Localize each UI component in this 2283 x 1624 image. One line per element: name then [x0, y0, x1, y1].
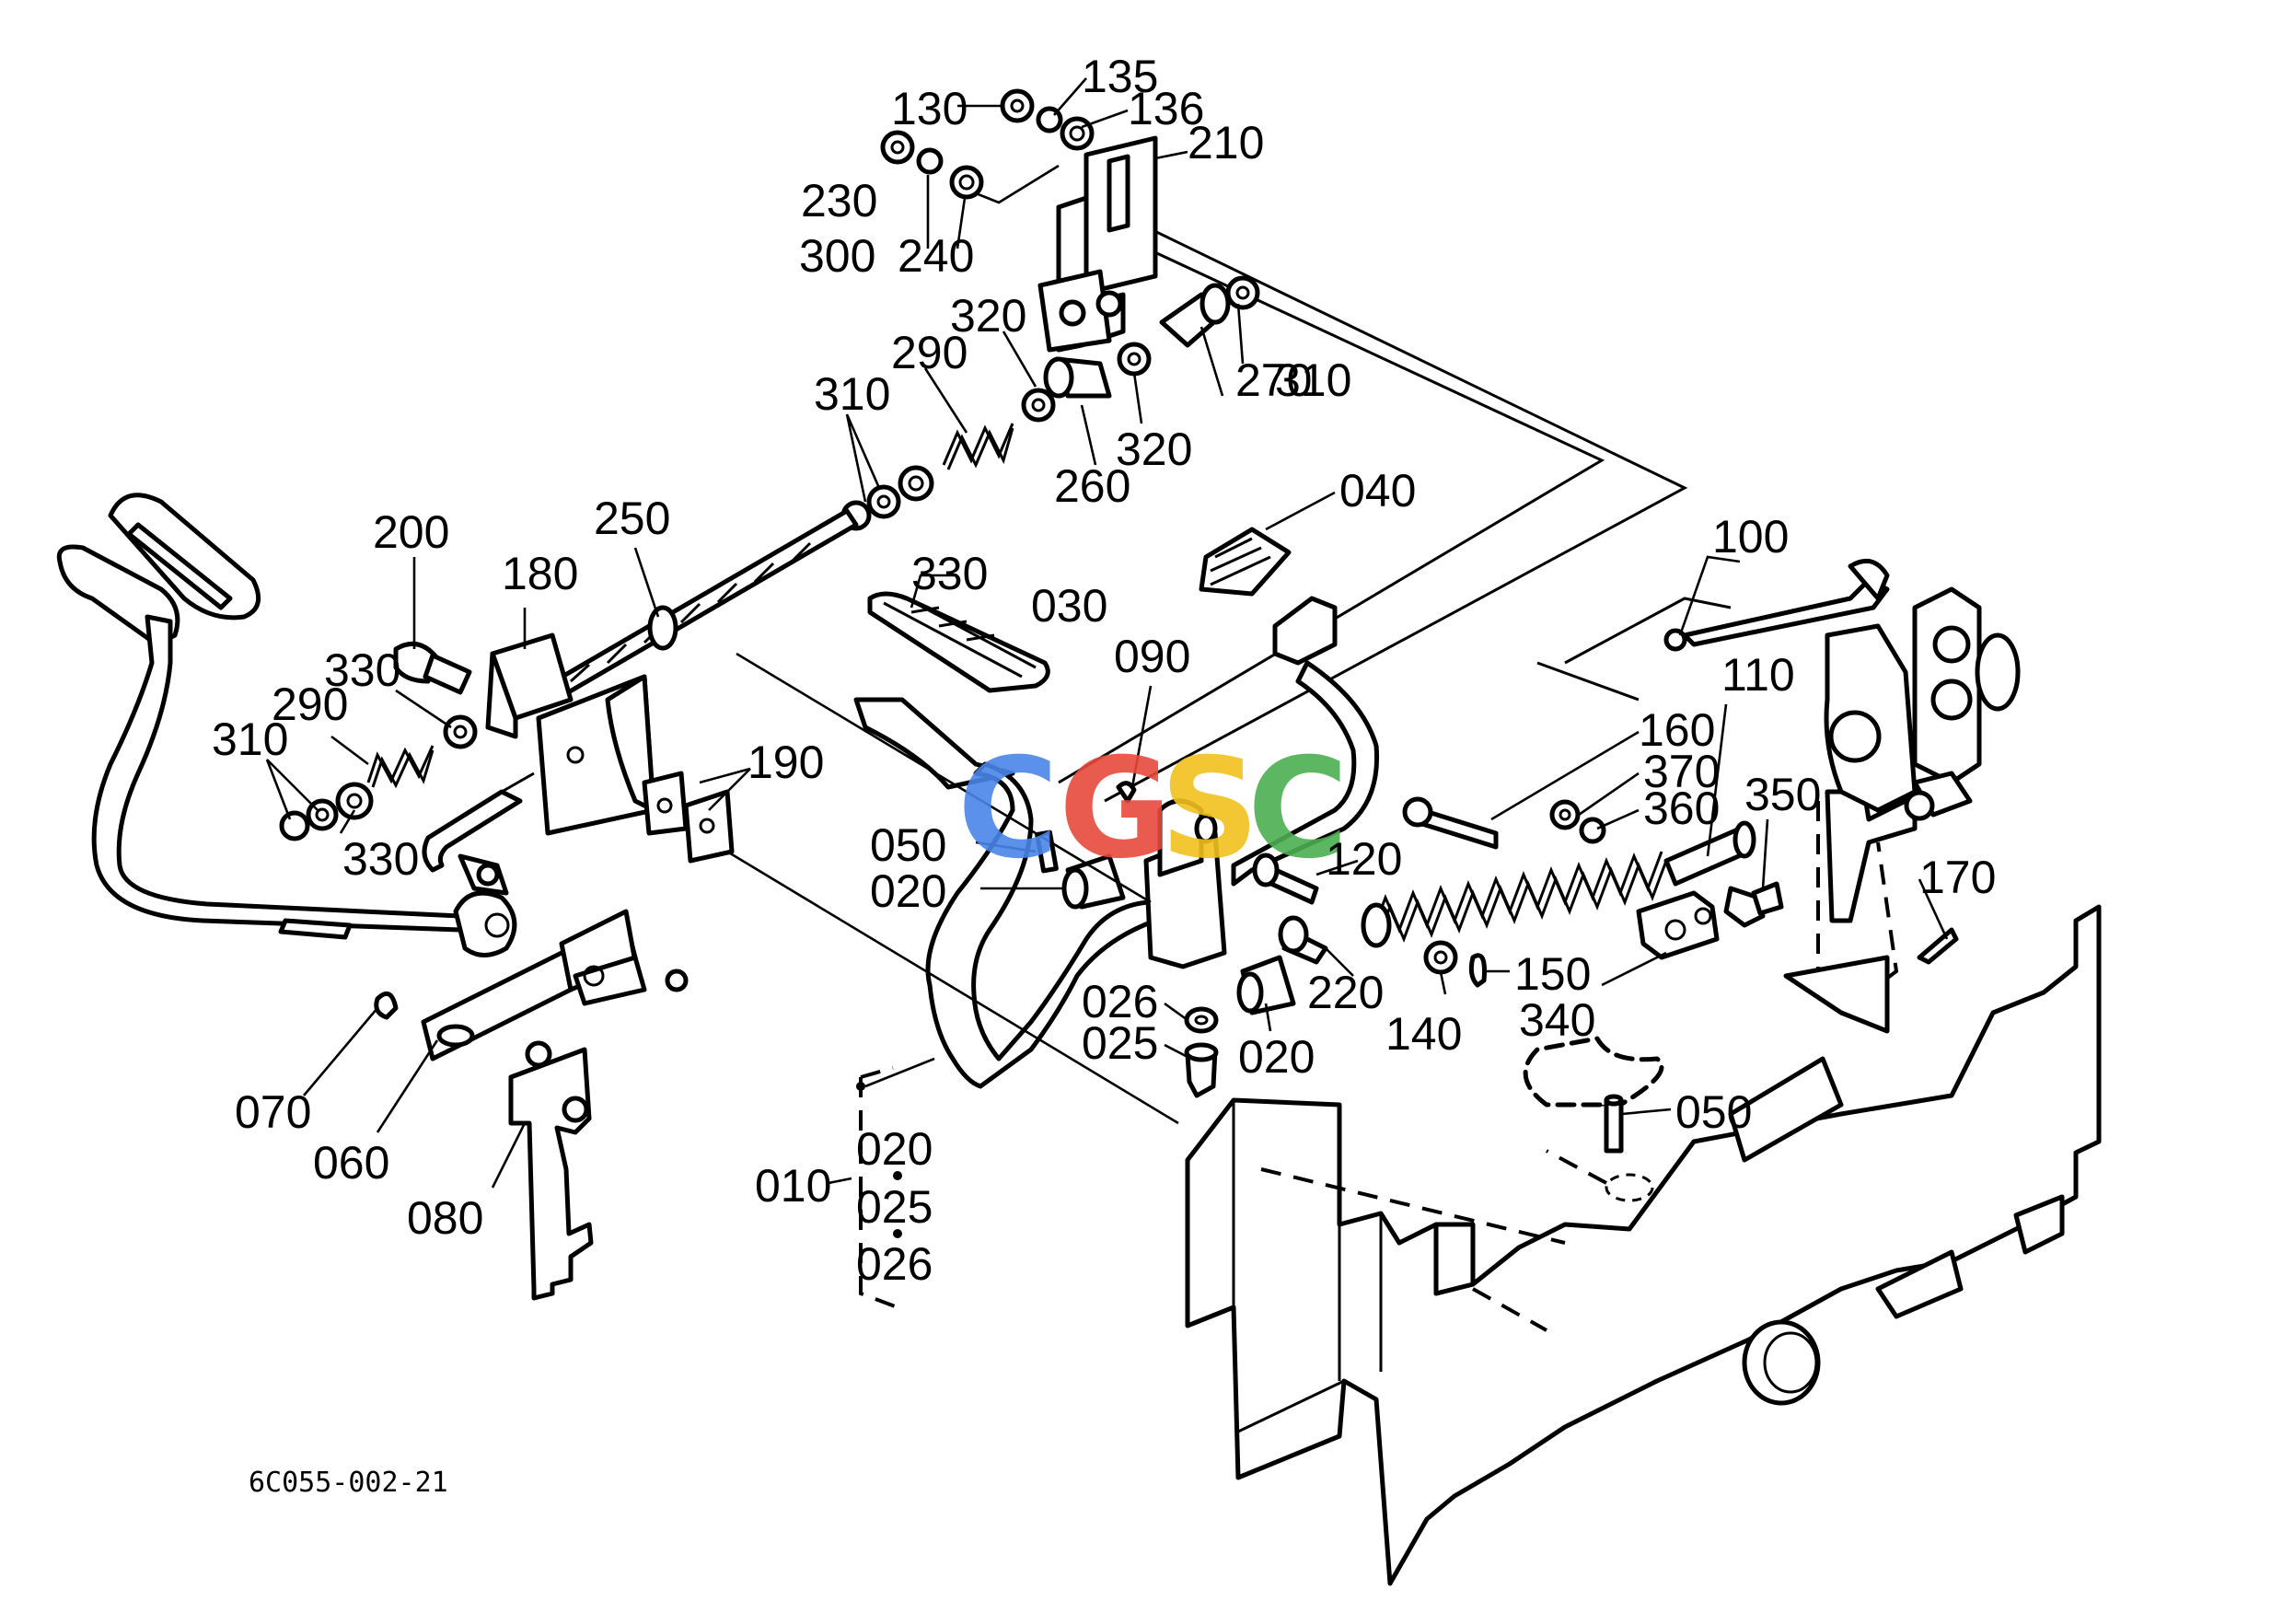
callout-label: 350 [1744, 769, 1821, 820]
callout-label: 290 [272, 679, 348, 730]
callout-label: 150 [1514, 948, 1591, 1000]
callout-label: 230 [801, 175, 877, 226]
bracket-100-assembly [1663, 558, 2021, 821]
cotter-170 [1917, 927, 1959, 965]
callout-label: 310 [814, 368, 890, 420]
hardware-top [880, 88, 1260, 423]
callout-label: 330 [911, 548, 988, 599]
callout-label: 020 [856, 1123, 933, 1175]
callout-label: 026 [1082, 976, 1158, 1027]
spring-110 [1361, 820, 1756, 948]
callout-label: 260 [1054, 460, 1130, 512]
callout-label: 290 [891, 327, 968, 378]
watermark-letter-c1: C [957, 729, 1059, 889]
callout-label: 060 [313, 1137, 389, 1189]
bent-pin [422, 771, 535, 896]
block-340 [1636, 881, 1784, 960]
callout-label: 020 [870, 865, 946, 917]
callout-label: 240 [898, 230, 974, 282]
callout-label: 040 [1339, 465, 1416, 516]
bracket-180 [485, 632, 656, 836]
callout-label: 010 [755, 1160, 831, 1212]
callout-label: 100 [1712, 511, 1789, 563]
callout-label: 340 [1519, 994, 1595, 1046]
hardware-left [279, 714, 478, 841]
right-side-plate [1783, 789, 1918, 1034]
callout-label: 170 [1919, 852, 1996, 903]
watermark-letter-g: G [1059, 729, 1172, 889]
drawing-code: 6C055-002-21 [249, 1467, 448, 1499]
watermark-letter-s: S [1160, 729, 1259, 889]
callout-label: 025 [856, 1181, 933, 1233]
watermark: C G S C [957, 729, 1349, 889]
clip-070 [374, 991, 399, 1020]
watermark-letter-c2: C [1247, 729, 1349, 889]
callout-label: 090 [1114, 631, 1190, 682]
callout-label: 120 [1326, 833, 1402, 885]
callout-label: 300 [799, 230, 875, 282]
center-hardware [1035, 781, 1296, 1098]
callout-label: 130 [891, 83, 968, 134]
pedal-040 [1199, 527, 1338, 666]
callout-label: 070 [235, 1086, 311, 1138]
callout-label: 030 [1031, 580, 1107, 632]
callout-label: 250 [594, 493, 670, 544]
ratchet-plate-080 [508, 1040, 594, 1301]
callout-label: 310 [1275, 354, 1351, 406]
upper-bracket-210 [1037, 135, 1158, 353]
callout-label: 080 [407, 1192, 483, 1244]
callout-label: 180 [502, 548, 578, 599]
leader-lines [265, 77, 1949, 1238]
callout-label: 026 [856, 1238, 933, 1290]
callout-label: 210 [1188, 117, 1264, 168]
callout-label: 310 [212, 713, 288, 765]
callout-label: 025 [1082, 1017, 1158, 1069]
lever-060 [421, 909, 689, 1061]
callout-label: 330 [342, 833, 419, 885]
callout-label: 135 [1082, 51, 1158, 102]
pin-160 [1402, 796, 1606, 850]
callout-label: 320 [1116, 423, 1192, 475]
left-pedal-arm [56, 493, 517, 957]
callout-label: 370 [1643, 746, 1720, 797]
callout-label: 330 [324, 644, 400, 696]
callout-label: 360 [1643, 783, 1720, 834]
spring-290-upper [942, 423, 1014, 470]
pedal-shaft-010 [925, 660, 1380, 1089]
callout-label: 270 [1235, 354, 1312, 406]
bolts-120-220 [1252, 853, 1328, 965]
callout-label: 050 [870, 819, 946, 871]
callout-label: 020 [1238, 1031, 1315, 1083]
bolt-200 [393, 641, 472, 695]
callout-label: 160 [1639, 704, 1715, 756]
callout-label: 050 [1675, 1086, 1752, 1138]
frame-assembly [1185, 904, 2102, 1586]
callout-label: 140 [1385, 1008, 1462, 1060]
washer-140-pin-150 [1423, 940, 1487, 988]
callout-label: 220 [1307, 967, 1384, 1018]
callout-label: 320 [950, 290, 1026, 342]
callout-label: 190 [747, 737, 824, 788]
callout-label: 200 [373, 506, 449, 558]
pedal-030 [853, 591, 1050, 790]
pin-050-lower [1604, 1094, 1624, 1154]
callout-label: 110 [1721, 649, 1795, 701]
plates-190 [642, 771, 735, 864]
callout-label: 136 [1128, 83, 1204, 134]
threaded-rod-250 [536, 508, 859, 707]
hardware-mid [840, 465, 934, 531]
callout-labels: 130 135 136 210 230 300 240 320 290 310 … [212, 51, 1996, 1290]
